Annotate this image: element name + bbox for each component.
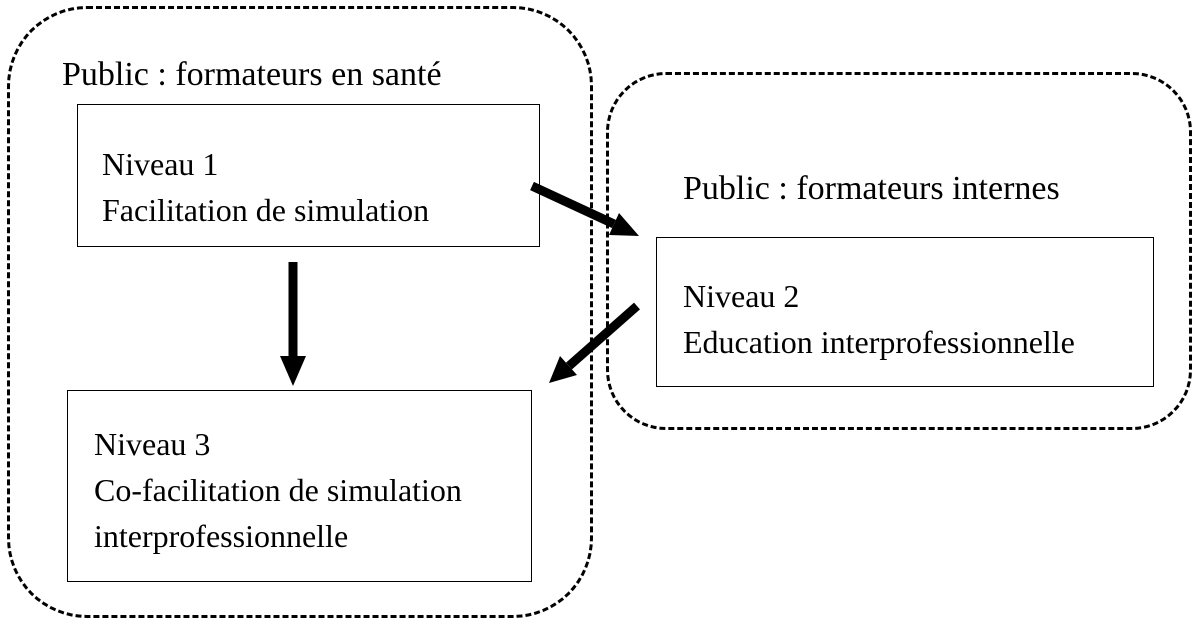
box-niveau-2: Niveau 2 Education interprofessionnelle: [656, 237, 1154, 387]
box-niveau-1: Niveau 1 Facilitation de simulation: [77, 104, 540, 247]
box-niveau-2-text: Education interprofessionnelle: [683, 324, 1075, 360]
box-niveau-3-label: Niveau 3: [94, 426, 211, 462]
group-title-formateurs-en-sante: Public : formateurs en santé: [62, 56, 442, 93]
box-niveau-3-text-1: Co-facilitation de simulation: [94, 472, 462, 508]
box-niveau-2-label: Niveau 2: [683, 278, 800, 314]
group-title-formateurs-internes: Public : formateurs internes: [683, 170, 1060, 207]
group-formateurs-internes: [606, 72, 1192, 430]
box-niveau-3-text-2: interprofessionnelle: [94, 518, 349, 554]
box-niveau-1-text: Facilitation de simulation: [102, 192, 430, 228]
box-niveau-1-label: Niveau 1: [102, 146, 219, 182]
box-niveau-3: Niveau 3 Co-facilitation de simulation i…: [67, 390, 532, 582]
